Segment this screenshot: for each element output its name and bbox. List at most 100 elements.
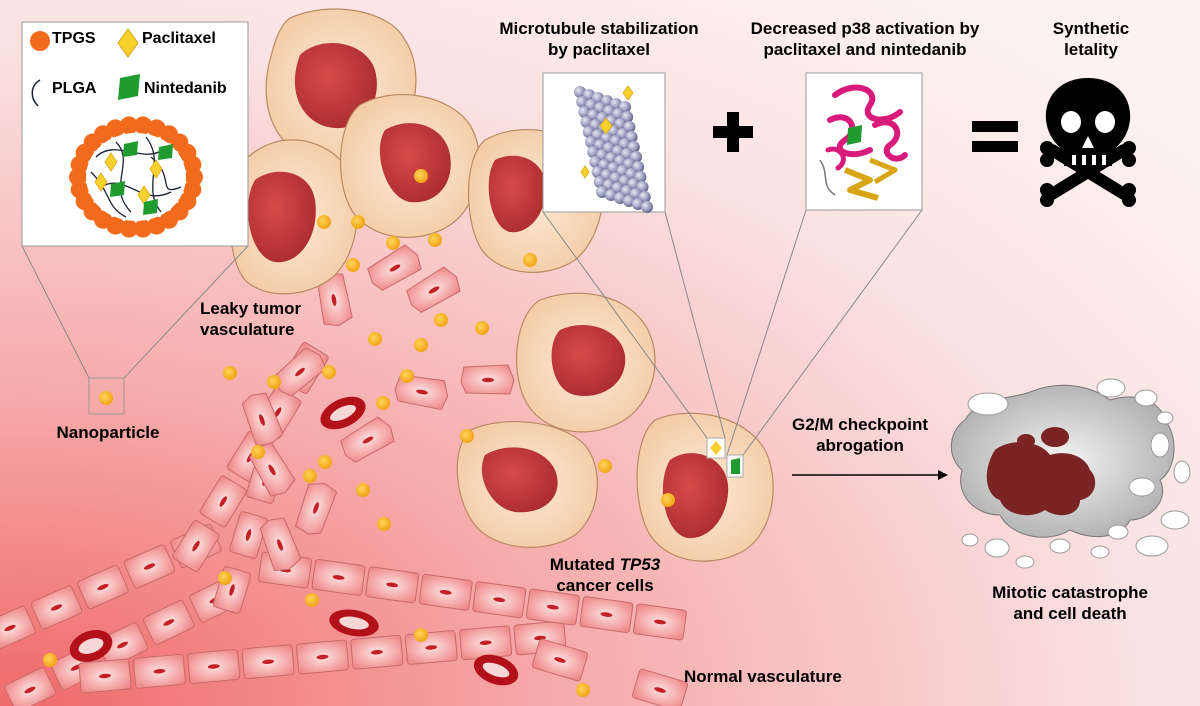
nanoparticle (598, 459, 612, 473)
endothelial-cell (579, 596, 634, 633)
p38-protein-image (819, 84, 908, 201)
checkpoint-label: G2/M checkpoint abrogation (791, 415, 929, 455)
tp53-gene: TP53 (619, 555, 661, 574)
endothelial-cell (132, 653, 186, 689)
endothelial-cell (229, 511, 268, 559)
endothelial-cell (525, 588, 580, 626)
microtubule-image (574, 85, 653, 213)
nanoparticle (43, 653, 57, 667)
cancer-cell (456, 421, 598, 548)
p38-callout-lines (726, 209, 923, 456)
nanoparticle (377, 517, 391, 531)
endothelial-cell (241, 644, 295, 680)
nanoparticle (376, 396, 390, 410)
endothelial-cell (172, 520, 220, 572)
legend-nintedanib-label: Nintedanib (144, 80, 227, 97)
endothelial-cell (123, 544, 176, 589)
nanoparticle (434, 313, 448, 327)
nanoparticle-callout (21, 245, 249, 415)
nanoparticle (475, 321, 489, 335)
leaky-endothelial-cell (406, 266, 461, 313)
synthetic-lethality-label: Synthetic letality (1052, 19, 1130, 59)
cancer-cell (340, 94, 481, 238)
plus-sign (713, 112, 753, 152)
red-blood-cell (69, 630, 113, 662)
nanoparticle (661, 493, 675, 507)
nanoparticle (576, 683, 590, 697)
nanoparticle (251, 445, 265, 459)
nanoparticle-illustration (69, 116, 203, 238)
mutated-tp53-label: Mutated TP53 cancer cells (549, 555, 661, 595)
nanoparticle (346, 258, 360, 272)
arrow-icon (792, 470, 948, 480)
cancer-cell-targeted (636, 412, 774, 562)
nanoparticle (223, 366, 237, 380)
nanoparticle (303, 469, 317, 483)
cancer-cell (229, 139, 358, 295)
endothelial-cell (472, 581, 527, 619)
endothelial-cell (631, 668, 689, 706)
nanoparticle (305, 593, 319, 607)
endothelial-cell (77, 564, 129, 610)
endothelial-cell (459, 625, 513, 661)
leaky-endothelial-cell (340, 416, 395, 463)
leaky-endothelial-cell (259, 517, 302, 571)
cancer-cell (515, 292, 656, 433)
leaky-endothelial-cell (460, 364, 515, 395)
nanoparticle (318, 455, 332, 469)
endothelial-cell (350, 634, 404, 670)
equals-sign (972, 121, 1018, 152)
tpgs-icon (30, 31, 50, 51)
red-blood-cell (473, 654, 519, 686)
endothelial-cell (633, 603, 687, 641)
nanoparticle (414, 169, 428, 183)
nintedanib-icon (118, 74, 140, 100)
legend-symbols (30, 28, 140, 107)
nanoparticle (356, 483, 370, 497)
endothelial-cell (404, 630, 458, 665)
nanoparticle (386, 236, 400, 250)
p38-label: Decreased p38 activation by paclitaxel a… (750, 19, 980, 59)
endothelial-cell (418, 573, 473, 611)
nanoparticle (218, 571, 232, 585)
nanoparticle (460, 429, 474, 443)
microtubule-callout-lines (542, 211, 726, 439)
leaky-endothelial-cell (367, 244, 422, 291)
leaky-tumor-vasculature (241, 244, 515, 571)
endothelial-cell (30, 585, 83, 630)
endothelial-cell (365, 566, 420, 604)
endothelial-cell (142, 599, 195, 646)
nanoparticles (43, 169, 675, 697)
nanoparticle-label: Nanoparticle (56, 423, 160, 442)
legend-paclitaxel-label: Paclitaxel (142, 30, 216, 47)
p38-protein-box (805, 72, 923, 211)
endothelial-cell (531, 638, 589, 682)
leaky-vasculature-label: Leaky tumor vasculature (200, 299, 302, 339)
nanoparticle (351, 215, 365, 229)
endothelial-cell (311, 559, 366, 596)
dead-cell (950, 378, 1191, 569)
skull-and-crossbones-icon (1040, 78, 1136, 207)
nanoparticle (523, 253, 537, 267)
endothelial-cell (187, 649, 241, 684)
leaky-endothelial-cell (294, 483, 338, 535)
endothelial-cell (199, 475, 247, 528)
nanoparticle (428, 233, 442, 247)
nanoparticle (317, 215, 331, 229)
red-blood-cell (329, 609, 379, 637)
paclitaxel-icon (117, 28, 139, 58)
normal-vasculature-label: Normal vasculature (684, 667, 842, 686)
nanoparticle (368, 332, 382, 346)
red-blood-cell (320, 396, 366, 430)
microtubule-label: Microtubule stabilization by paclitaxel (499, 19, 699, 59)
endothelial-cell (0, 605, 36, 651)
tumor-cells (229, 8, 774, 562)
leaky-endothelial-cell (394, 374, 449, 411)
endothelial-cell (4, 667, 56, 706)
red-blood-cells (69, 396, 519, 686)
nanoparticle (414, 338, 428, 352)
nanoparticle (267, 375, 281, 389)
mitotic-catastrophe-label: Mitotic catastrophe and cell death (992, 583, 1148, 623)
nanoparticle (414, 628, 428, 642)
